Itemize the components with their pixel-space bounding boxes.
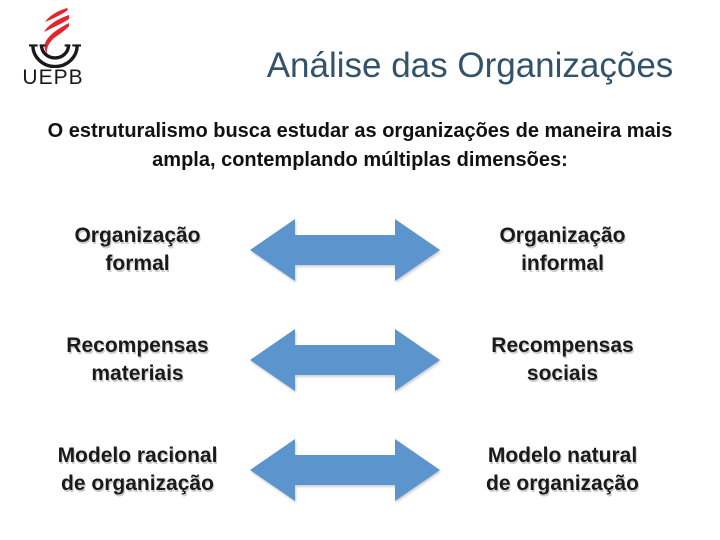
double-arrow-icon <box>245 439 445 501</box>
left-concept-label: Modelo racional de organização <box>57 443 218 495</box>
double-arc-icon <box>29 44 81 68</box>
comparison-row: Modelo racional de organização Modelo na… <box>30 432 680 508</box>
right-concept-label: Organização informal <box>499 223 626 275</box>
comparison-row: Recompensas materiais Recompensas sociai… <box>30 322 680 398</box>
intro-text: O estruturalismo busca estudar as organi… <box>47 120 673 171</box>
right-concept-label: Modelo natural de organização <box>486 443 639 495</box>
double-arrow-icon <box>245 219 445 281</box>
flame-icon <box>44 8 69 54</box>
comparison-row: Organização formal Organização informal <box>30 212 680 288</box>
uepb-logo: UEPB <box>8 4 92 94</box>
left-concept-label: Organização formal <box>74 223 201 275</box>
logo-text: UEPB <box>22 66 84 89</box>
right-concept-label: Recompensas sociais <box>491 333 634 385</box>
double-arrow-icon <box>245 329 445 391</box>
left-concept-label: Recompensas materiais <box>66 333 209 385</box>
page-title: Análise das Organizações <box>266 46 674 85</box>
